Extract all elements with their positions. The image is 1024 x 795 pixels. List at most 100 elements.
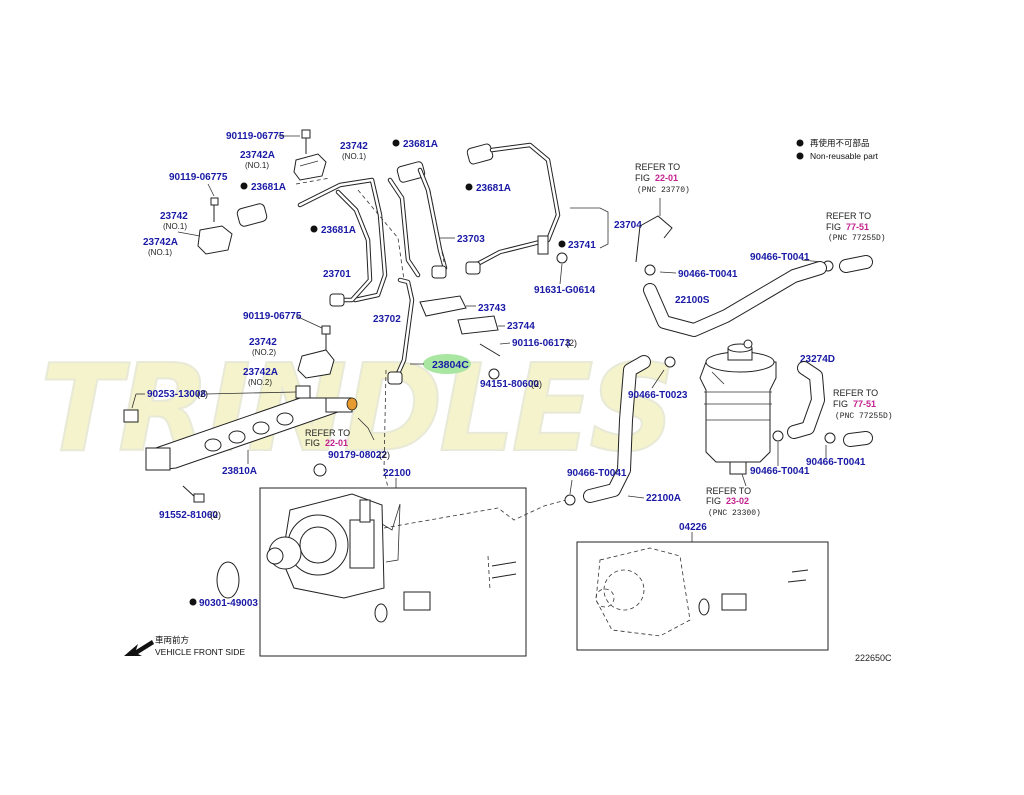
nut-group: 23681A 23681A 23681A 23681A <box>236 139 511 236</box>
nut-icon <box>396 161 426 183</box>
ref-a-line2: FIG <box>305 438 320 448</box>
hose-clamp-icon <box>824 432 836 444</box>
clamp-icon <box>197 225 233 255</box>
diagram-code: 222650C <box>855 653 892 663</box>
ref-d-pnc: (PNC 77255D) <box>835 412 893 421</box>
label-90466-c[interactable]: 90466-T0041 <box>806 457 866 468</box>
pump-box-22100: 22100 <box>259 468 527 657</box>
nut-icon <box>488 368 500 380</box>
label-22100A[interactable]: 22100A <box>646 493 681 504</box>
legend-text-jp: 再使用不可部品 <box>810 138 870 148</box>
ref-e-line2: FIG <box>706 496 721 506</box>
ref-c-line2: FIG <box>826 222 841 232</box>
ref-b-fig[interactable]: 22-01 <box>655 173 678 183</box>
plug-icon <box>123 409 139 423</box>
label-94151-qty: (2) <box>531 379 542 389</box>
label-23742A-left-sub: (NO.1) <box>148 248 172 257</box>
clip-group: 23743 23744 <box>419 295 535 335</box>
label-23742A-mid[interactable]: 23742A <box>243 367 278 378</box>
label-23742-top-sub: (NO.1) <box>342 152 366 161</box>
label-23681A-b[interactable]: 23681A <box>251 182 286 193</box>
injection-pipes <box>297 142 561 307</box>
label-23742A-top[interactable]: 23742A <box>240 150 275 161</box>
label-23810A[interactable]: 23810A <box>222 466 257 477</box>
label-22100S[interactable]: 22100S <box>675 295 710 306</box>
nut-icon <box>466 143 494 165</box>
label-90116[interactable]: 90116-06173 <box>512 338 571 349</box>
label-23742-left[interactable]: 23742 <box>160 211 188 222</box>
label-23681A-a[interactable]: 23681A <box>403 139 438 150</box>
label-23702[interactable]: 23702 <box>373 314 401 325</box>
ref-c-fig[interactable]: 77-51 <box>846 222 869 232</box>
label-90253-qty: (2) <box>197 389 208 399</box>
label-23742A-left[interactable]: 23742A <box>143 237 178 248</box>
nut-icon <box>313 463 327 477</box>
label-91552-qty: (2) <box>210 510 221 520</box>
label-94151[interactable]: 94151-80600 <box>480 379 539 390</box>
ref-c-pnc: (PNC 77255D) <box>828 234 886 243</box>
label-23681A-d[interactable]: 23681A <box>321 225 356 236</box>
clip-icon <box>457 315 499 335</box>
label-23742-mid-sub: (NO.2) <box>252 348 276 357</box>
label-04226[interactable]: 04226 <box>679 522 707 533</box>
label-23681A-c[interactable]: 23681A <box>476 183 511 194</box>
ref-b-line2: FIG <box>635 173 650 183</box>
label-90466-T0023[interactable]: 90466-T0023 <box>628 390 688 401</box>
label-22100[interactable]: 22100 <box>383 468 411 479</box>
front-en: VEHICLE FRONT SIDE <box>155 647 245 657</box>
front-jp: 車両前方 <box>155 635 189 645</box>
highlight-marker <box>423 354 471 374</box>
bolt-icon <box>210 197 219 206</box>
ref-e-pnc: (PNC 23300) <box>708 509 761 518</box>
ref-a-fig[interactable]: 22-01 <box>325 438 348 448</box>
label-23743[interactable]: 23743 <box>478 303 506 314</box>
label-23703[interactable]: 23703 <box>457 234 485 245</box>
label-90119-a[interactable]: 90119-06775 <box>226 131 285 142</box>
ref-c-line1: REFER TO <box>826 211 871 221</box>
label-90466-a[interactable]: 90466-T0041 <box>750 252 810 263</box>
ref-a-line1: REFER TO <box>305 428 350 438</box>
label-23742A-top-sub: (NO.1) <box>245 161 269 170</box>
label-23701[interactable]: 23701 <box>323 269 351 280</box>
front-arrow-icon <box>124 640 154 656</box>
label-90466-e[interactable]: 90466-T0041 <box>567 468 627 479</box>
label-90466-b[interactable]: 90466-T0041 <box>678 269 738 280</box>
bullet-icon <box>796 139 804 147</box>
label-23741[interactable]: 23741 <box>568 240 596 251</box>
label-90116-qty: (2) <box>566 338 577 348</box>
label-23804C[interactable]: 23804C <box>432 359 469 371</box>
label-91552[interactable]: 91552-81060 <box>159 510 218 521</box>
hose-clamp-icon <box>564 494 576 506</box>
label-90466-d[interactable]: 90466-T0041 <box>750 466 810 477</box>
clamp-icon <box>297 349 335 379</box>
ref-b-line1: REFER TO <box>635 162 680 172</box>
legend-text-en: Non-reusable part <box>810 151 879 161</box>
label-90119-c[interactable]: 90119-06775 <box>243 311 302 322</box>
ref-d-line2: FIG <box>833 399 848 409</box>
ref-e-line1: REFER TO <box>706 486 751 496</box>
label-23704[interactable]: 23704 <box>614 220 642 231</box>
label-23742-top[interactable]: 23742 <box>340 141 368 152</box>
label-91631[interactable]: 91631-G0614 <box>534 285 596 296</box>
legend: 再使用不可部品 Non-reusable part <box>796 138 879 161</box>
ref-b-pnc: (PNC 23770) <box>637 186 690 195</box>
label-90253[interactable]: 90253-13008 <box>147 389 206 400</box>
hose-clamp-icon <box>644 264 656 276</box>
clip-icon <box>419 295 467 317</box>
ref-e-fig[interactable]: 23-02 <box>726 496 749 506</box>
label-90301[interactable]: 90301-49003 <box>199 598 258 609</box>
label-23742A-mid-sub: (NO.2) <box>248 378 272 387</box>
hose-clamp-icon <box>664 356 676 368</box>
ref-d-fig[interactable]: 77-51 <box>853 399 876 409</box>
label-23274D[interactable]: 23274D <box>800 354 835 365</box>
label-90179[interactable]: 90179-08022 <box>328 450 387 461</box>
label-23742-mid[interactable]: 23742 <box>249 337 277 348</box>
label-90119-b[interactable]: 90119-06775 <box>169 172 228 183</box>
label-23744[interactable]: 23744 <box>507 321 535 332</box>
fuel-filter <box>699 339 777 475</box>
clamp-group-top: 90119-06775 23742 (NO.1) 23742A (NO.1) 9… <box>143 129 368 257</box>
clamp-icon <box>293 153 327 181</box>
bracket-icon <box>537 235 549 255</box>
